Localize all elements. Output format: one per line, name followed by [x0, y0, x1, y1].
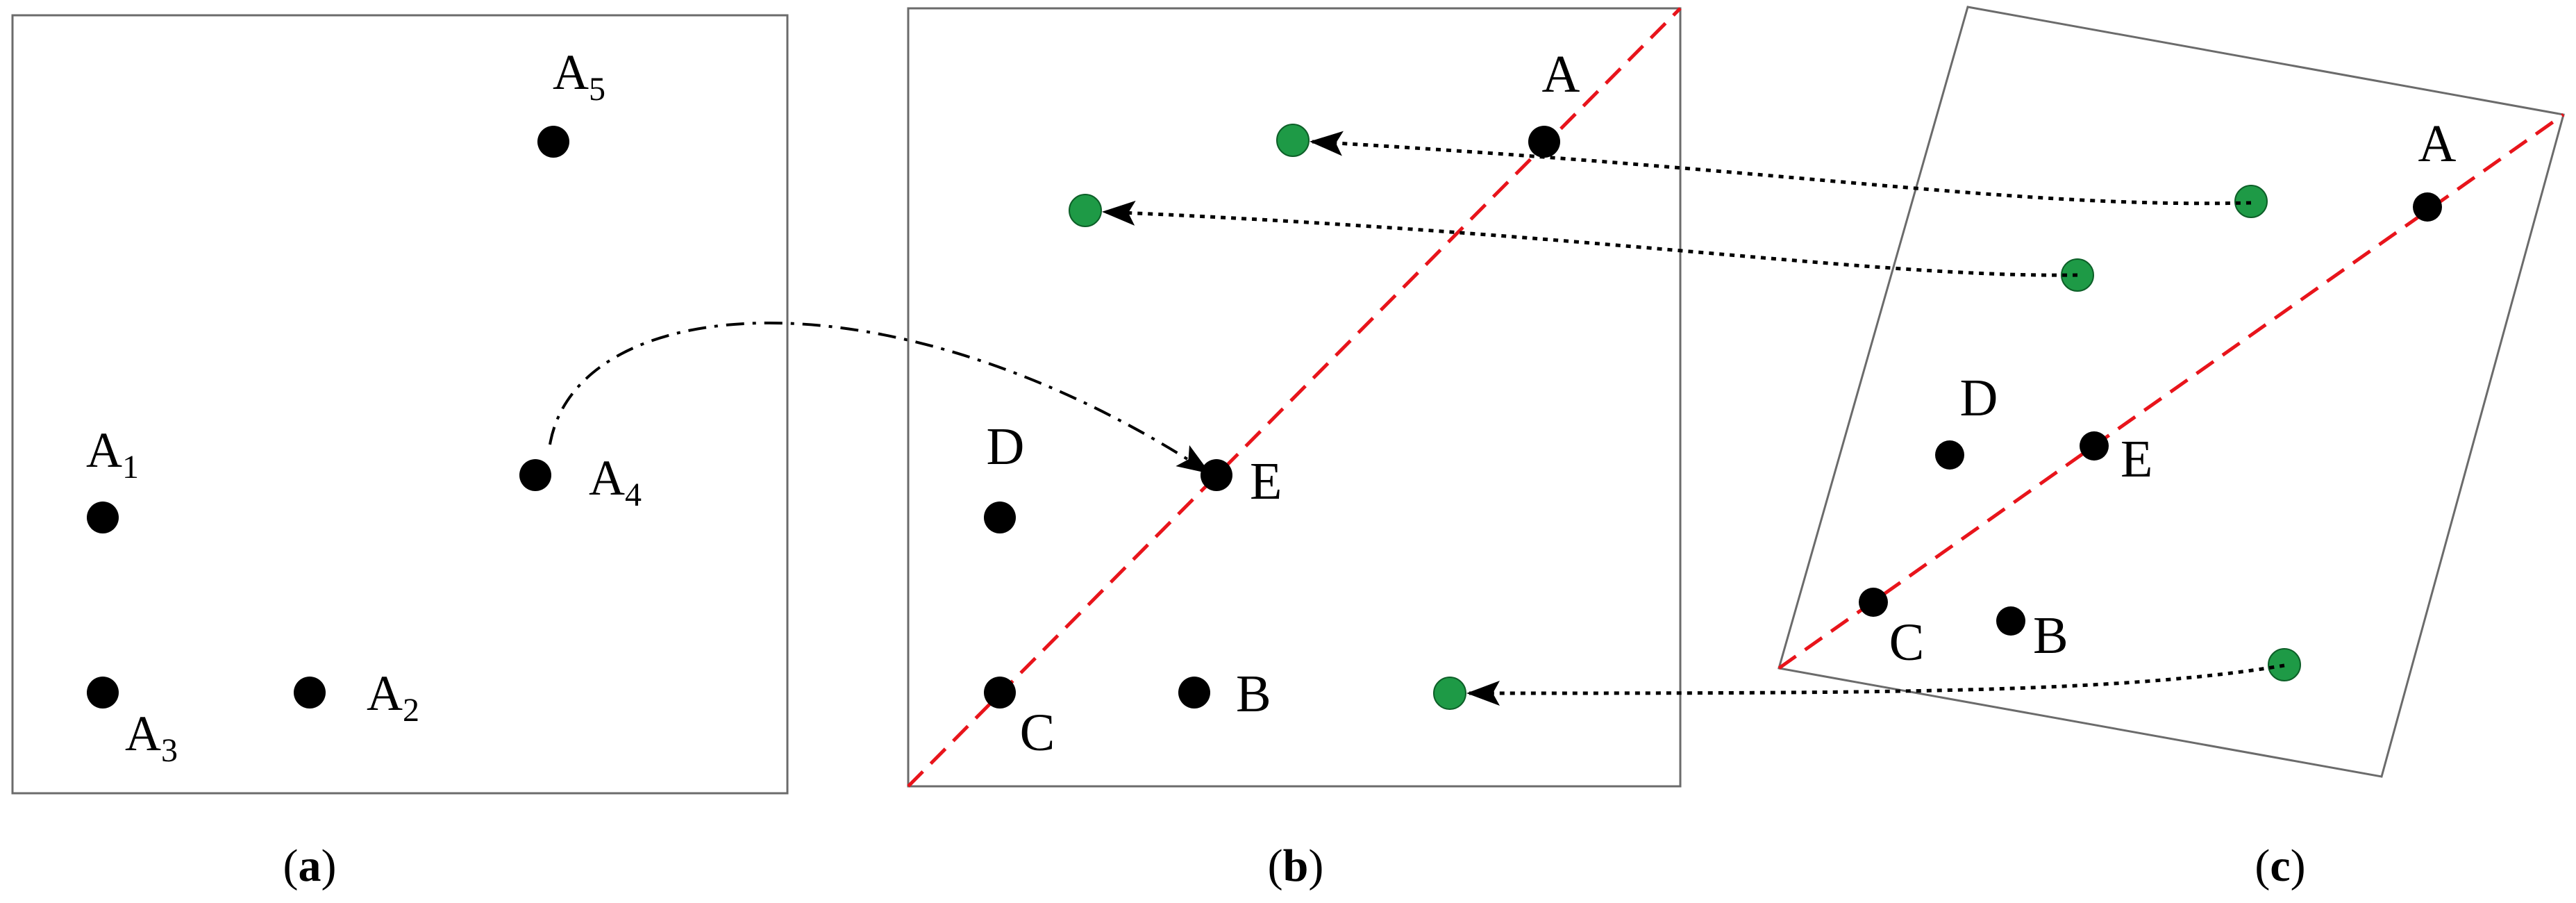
label-c-a: A [2418, 115, 2457, 173]
point-a3 [87, 677, 119, 709]
correspondence-arrow-1 [1310, 131, 2252, 206]
panel-c-diagonal-line [1778, 113, 2565, 670]
point-a2 [294, 677, 326, 709]
moved-point-b-2 [1069, 194, 1102, 227]
label-b-e: E [1250, 452, 1282, 511]
point-b-c [984, 677, 1016, 709]
caption-b: (b) [1268, 840, 1324, 891]
label-a3: A3 [125, 706, 178, 769]
point-b-e [1201, 459, 1232, 491]
label-b-b: B [1236, 665, 1271, 723]
point-c-e [2080, 431, 2109, 461]
point-b-a [1528, 126, 1560, 158]
label-b-a: A [1542, 45, 1580, 103]
point-c-b [1996, 606, 2025, 636]
label-b-d: D [987, 417, 1025, 476]
caption-a: (a) [283, 840, 337, 891]
moved-point-c-3 [2268, 648, 2301, 681]
moved-point-c-1 [2234, 185, 2268, 218]
moved-point-b-3 [1433, 677, 1466, 710]
transfer-arrow-a4-to-e [549, 322, 1211, 474]
label-a4: A4 [589, 450, 642, 513]
label-a5: A5 [553, 44, 605, 108]
label-a2: A2 [367, 665, 419, 729]
panel-a-frame [11, 14, 789, 795]
label-a1: A1 [86, 422, 139, 486]
point-c-c [1859, 588, 1888, 617]
panel-b-frame [907, 7, 1682, 788]
panel-a: A5 A4 A1 A3 A2 (a) [11, 14, 1211, 891]
correspondence-arrow-2 [1102, 200, 2078, 277]
correspondence-arrow-3 [1466, 663, 2285, 706]
label-c-e: E [2121, 430, 2152, 488]
point-c-d [1935, 440, 1964, 470]
point-c-a [2413, 192, 2442, 222]
label-c-c: C [1889, 613, 1925, 672]
point-a4 [519, 459, 551, 491]
point-b-d [984, 502, 1016, 533]
point-a1 [87, 502, 119, 533]
point-b-b [1178, 677, 1210, 709]
label-c-d: D [1960, 369, 1998, 427]
moved-point-b-1 [1276, 124, 1310, 157]
label-c-b: B [2033, 606, 2068, 665]
panel-b: A E D C B (b) [907, 7, 1682, 891]
caption-c: (c) [2255, 840, 2305, 891]
panel-c-frame [1778, 6, 2565, 778]
label-b-c: C [1020, 704, 1055, 762]
panel-c: A E D C B (c) [1778, 6, 2565, 891]
point-a5 [537, 126, 569, 158]
